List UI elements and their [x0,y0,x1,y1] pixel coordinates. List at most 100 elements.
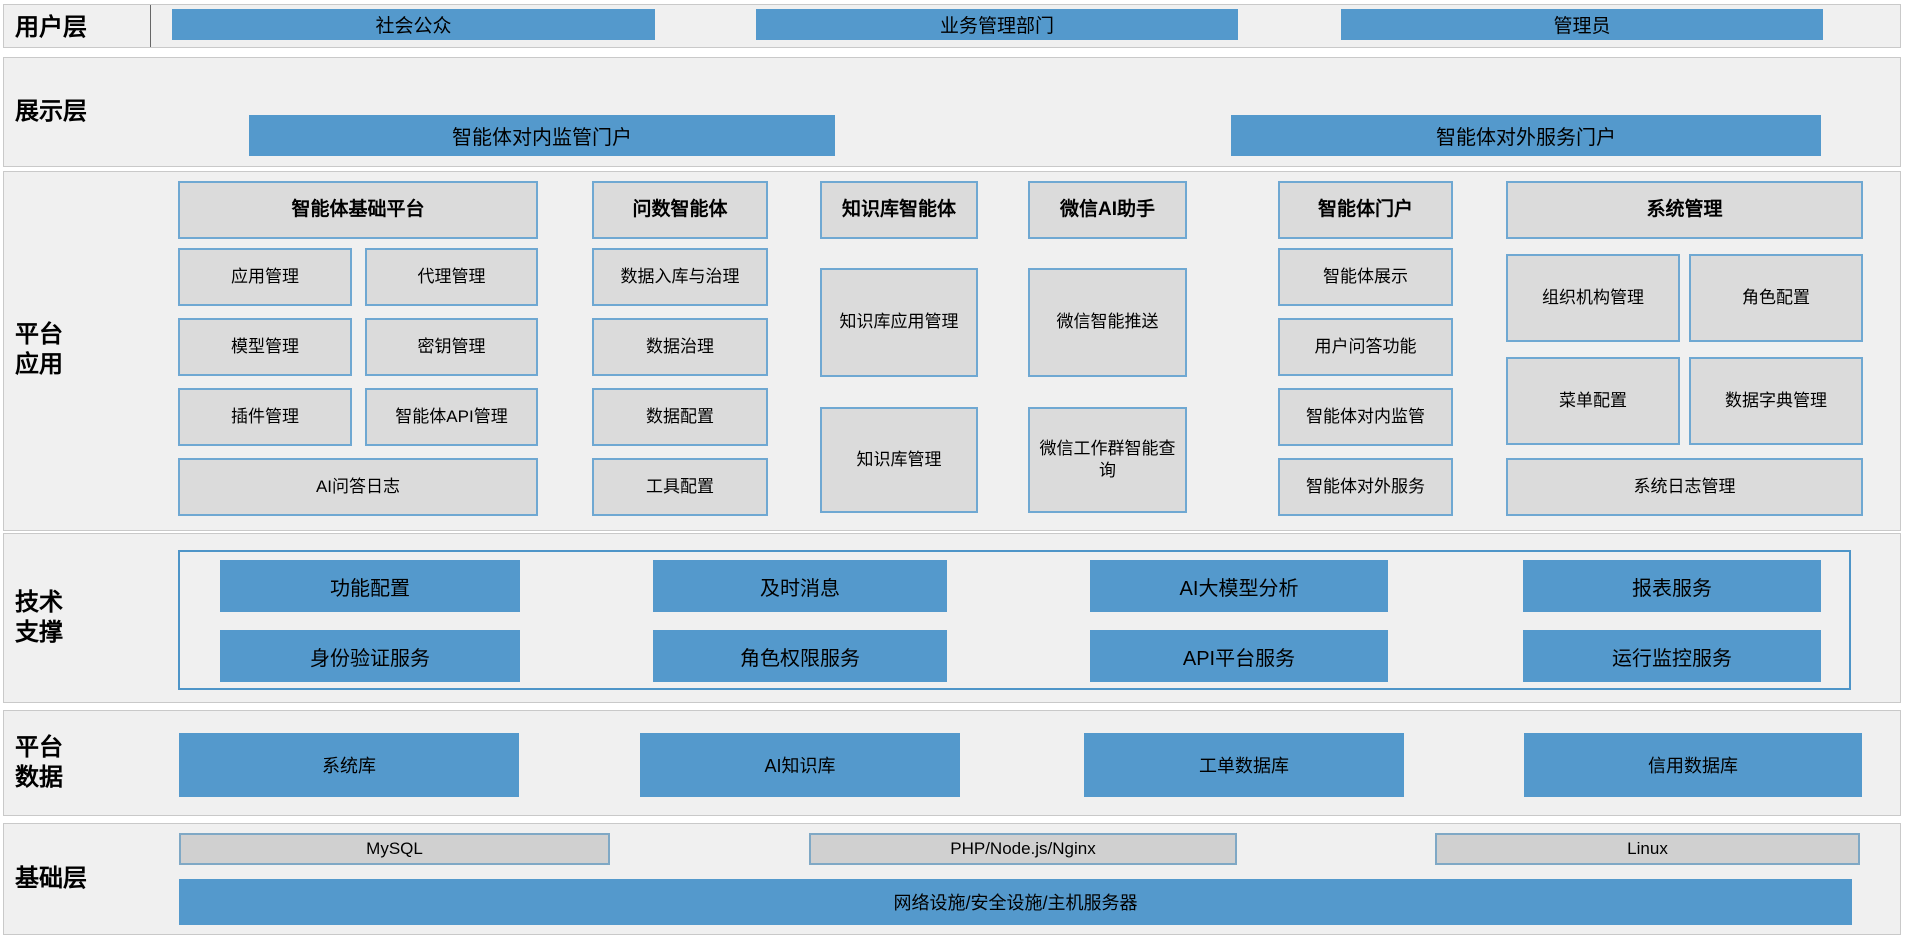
box-instant-message-text: 及时消息 [760,577,840,600]
box-external-portal: 智能体对外服务门户 [1231,115,1821,156]
box-mysql-text: MySQL [366,838,423,858]
box-agent-external-service-text: 智能体对外服务 [1306,476,1425,496]
header-system-mgmt-text: 系统管理 [1646,198,1723,220]
platform-app-label-line1: 平台 [15,321,63,348]
box-model-mgmt: 模型管理 [178,318,352,376]
header-agent-base-platform: 智能体基础平台 [178,181,538,239]
box-instant-message: 及时消息 [653,560,947,612]
layer-label-infra-text: 基础层 [15,865,87,892]
box-app-mgmt-text: 应用管理 [231,266,299,286]
box-ticket-db-text: 工单数据库 [1199,756,1289,776]
box-data-dict-mgmt-text: 数据字典管理 [1725,390,1827,410]
box-user-qa: 用户问答功能 [1278,318,1453,376]
box-linux: Linux [1435,833,1860,865]
box-data-config: 数据配置 [592,388,768,446]
box-agent-internal-supervision-text: 智能体对内监管 [1306,406,1425,426]
box-mysql: MySQL [179,833,610,865]
box-report-service-text: 报表服务 [1632,577,1712,600]
box-role-config: 角色配置 [1689,254,1863,342]
box-wechat-group-query: 微信工作群智能查询 [1028,407,1187,513]
box-api-platform-service: API平台服务 [1090,630,1388,682]
box-credit-db-text: 信用数据库 [1648,756,1738,776]
box-tool-config: 工具配置 [592,458,768,516]
box-app-mgmt: 应用管理 [178,248,352,306]
box-plugin-mgmt-text: 插件管理 [231,406,299,426]
box-key-mgmt-text: 密钥管理 [417,336,486,356]
box-social-public-text: 社会公众 [375,16,452,37]
box-kb-app-mgmt-text: 知识库应用管理 [839,312,959,332]
header-wechat-ai-text: 微信AI助手 [1059,198,1155,220]
box-tool-config-text: 工具配置 [646,476,714,496]
box-php-nodejs-nginx: PHP/Node.js/Nginx [809,833,1237,865]
box-data-config-text: 数据配置 [646,406,714,426]
box-wechat-push-text: 微信智能推送 [1056,312,1159,332]
layer-label-display-text: 展示层 [15,98,87,125]
layer-label-platform-app: 平台 应用 [15,320,63,380]
data-label-line2: 数据 [15,764,63,791]
layer-label-user-text: 用户层 [15,14,87,41]
tech-label-line2: 支撑 [15,619,63,646]
box-business-dept: 业务管理部门 [756,9,1238,40]
box-ai-model-analysis: AI大模型分析 [1090,560,1388,612]
box-ai-kb: AI知识库 [640,733,960,797]
box-external-portal-text: 智能体对外服务门户 [1436,127,1616,149]
box-ai-qa-log: AI问答日志 [178,458,538,516]
box-user-qa-text: 用户问答功能 [1314,336,1417,356]
box-agent-display-text: 智能体展示 [1323,266,1408,286]
layer-label-tech-support: 技术 支撑 [15,588,63,648]
box-monitor-service: 运行监控服务 [1523,630,1821,682]
box-internal-portal: 智能体对内监管门户 [249,115,835,156]
box-agent-api-mgmt-text: 智能体API管理 [395,406,508,426]
box-ai-kb-text: AI知识库 [764,756,836,776]
layer-label-user: 用户层 [15,13,87,43]
box-org-mgmt: 组织机构管理 [1506,254,1680,342]
box-ticket-db: 工单数据库 [1084,733,1404,797]
box-sys-log-mgmt: 系统日志管理 [1506,458,1863,516]
box-system-db: 系统库 [179,733,519,797]
box-report-service: 报表服务 [1523,560,1821,612]
header-ask-data-agent-text: 问数智能体 [632,198,728,220]
box-agent-internal-supervision: 智能体对内监管 [1278,388,1453,446]
layer-label-infra: 基础层 [15,864,87,894]
box-agent-display: 智能体展示 [1278,248,1453,306]
box-key-mgmt: 密钥管理 [365,318,538,376]
box-network-infra-bar: 网络设施/安全设施/主机服务器 [179,879,1852,925]
box-identity-service: 身份验证服务 [220,630,520,682]
box-api-platform-service-text: API平台服务 [1182,647,1296,670]
box-ai-qa-log-text: AI问答日志 [315,476,401,496]
box-ai-model-analysis-text: AI大模型分析 [1179,577,1299,600]
header-kb-agent-text: 知识库智能体 [841,198,956,220]
layer-label-platform-data: 平台 数据 [15,733,63,793]
box-data-dict-mgmt: 数据字典管理 [1689,357,1863,445]
box-proxy-mgmt-text: 代理管理 [417,266,486,286]
box-data-ingest-text: 数据入库与治理 [620,266,740,286]
header-agent-base-platform-text: 智能体基础平台 [291,198,425,220]
header-ask-data-agent: 问数智能体 [592,181,768,239]
user-label-divider [150,5,151,47]
box-data-governance-text: 数据治理 [646,336,714,356]
box-wechat-push: 微信智能推送 [1028,268,1187,377]
box-admin-text: 管理员 [1553,16,1611,37]
box-social-public: 社会公众 [172,9,655,40]
box-role-perm-service-text: 角色权限服务 [740,647,860,670]
box-kb-mgmt-text: 知识库管理 [856,449,942,469]
box-data-governance: 数据治理 [592,318,768,376]
box-sys-log-mgmt-text: 系统日志管理 [1633,476,1736,496]
box-agent-api-mgmt: 智能体API管理 [365,388,538,446]
box-network-infra-bar-text: 网络设施/安全设施/主机服务器 [893,893,1138,913]
box-plugin-mgmt: 插件管理 [178,388,352,446]
tech-support-frame [178,550,1851,690]
box-system-db-text: 系统库 [322,756,376,776]
box-credit-db: 信用数据库 [1524,733,1862,797]
box-identity-service-text: 身份验证服务 [310,647,430,670]
box-agent-external-service: 智能体对外服务 [1278,458,1453,516]
box-role-perm-service: 角色权限服务 [653,630,947,682]
box-kb-mgmt: 知识库管理 [820,407,978,513]
header-wechat-ai: 微信AI助手 [1028,181,1187,239]
box-php-nodejs-nginx-text: PHP/Node.js/Nginx [950,838,1096,858]
header-agent-portal: 智能体门户 [1278,181,1453,239]
box-wechat-group-query-text: 微信工作群智能查询 [1039,438,1176,480]
box-internal-portal-text: 智能体对内监管门户 [452,127,632,149]
box-monitor-service-text: 运行监控服务 [1612,647,1732,670]
